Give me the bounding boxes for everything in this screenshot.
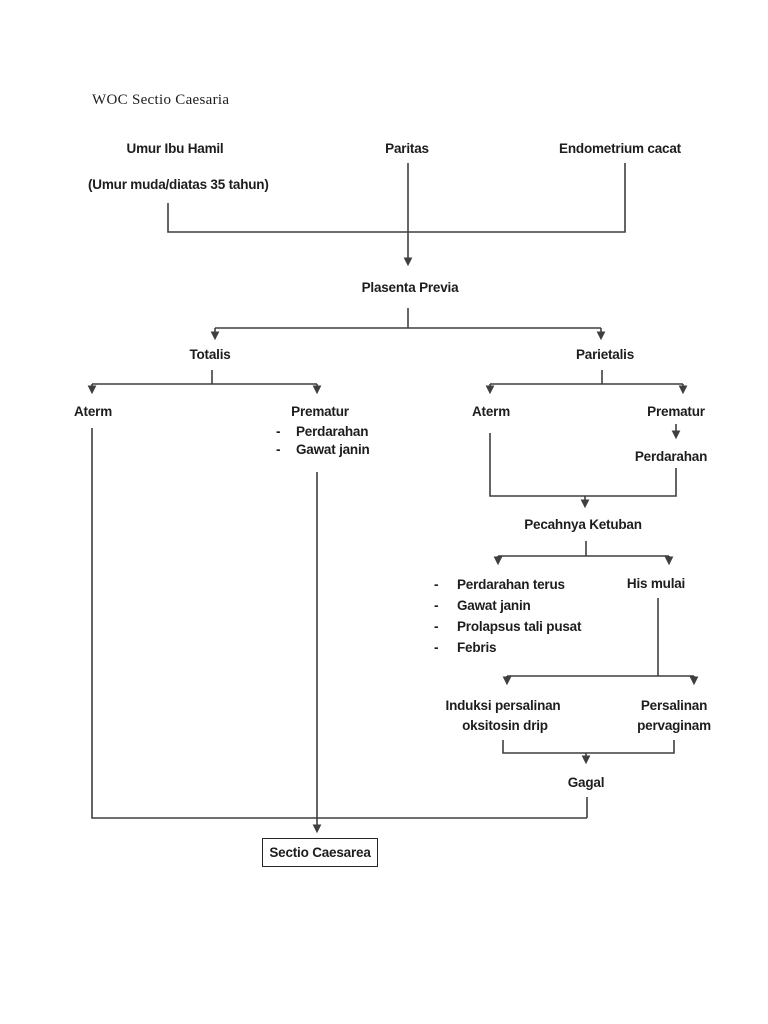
list-item: - Perdarahan terus	[434, 577, 581, 598]
list-item: - Gawat janin	[276, 442, 370, 460]
node-persalinan-pervaginam-line2: pervaginam	[637, 718, 711, 733]
node-gagal: Gagal	[567, 775, 605, 790]
bullet-dash: -	[434, 598, 439, 613]
list-item: - Febris	[434, 640, 581, 661]
list-item-label: Perdarahan terus	[457, 577, 565, 592]
node-umur-subtitle: (Umur muda/diatas 35 tahun)	[88, 177, 269, 192]
node-plasenta-previa: Plasenta Previa	[361, 280, 459, 295]
node-parietalis: Parietalis	[575, 347, 635, 362]
pecahnya-ketuban-complications-list: - Perdarahan terus - Gawat janin - Prola…	[434, 577, 581, 661]
bullet-dash: -	[434, 577, 439, 592]
list-item-label: Prolapsus tali pusat	[457, 619, 582, 634]
node-persalinan-pervaginam-line1: Persalinan	[640, 698, 708, 713]
node-sectio-caesarea-box: Sectio Caesarea	[262, 838, 378, 867]
node-endometrium-cacat: Endometrium cacat	[559, 141, 681, 156]
list-item: - Gawat janin	[434, 598, 581, 619]
node-totalis: Totalis	[189, 347, 231, 362]
prematur-totalis-complications-list: - Perdarahan - Gawat janin	[276, 424, 370, 460]
list-item-label: Perdarahan	[296, 424, 369, 439]
list-item: - Prolapsus tali pusat	[434, 619, 581, 640]
node-prematur-totalis: Prematur	[291, 404, 349, 419]
node-prematur-parietalis: Prematur	[647, 404, 705, 419]
list-item: - Perdarahan	[276, 424, 370, 442]
node-perdarahan-parietalis: Perdarahan	[634, 449, 708, 464]
bullet-dash: -	[434, 640, 439, 655]
bullet-dash: -	[276, 442, 281, 457]
list-item-label: Febris	[457, 640, 497, 655]
node-pecahnya-ketuban: Pecahnya Ketuban	[524, 517, 642, 532]
node-aterm-totalis: Aterm	[73, 404, 113, 419]
node-paritas: Paritas	[385, 141, 429, 156]
list-item-label: Gawat janin	[457, 598, 531, 613]
page-title: WOC Sectio Caesaria	[92, 92, 230, 108]
bullet-dash: -	[434, 619, 439, 634]
node-aterm-parietalis: Aterm	[471, 404, 511, 419]
bullet-dash: -	[276, 424, 281, 439]
node-induksi-persalinan-line1: Induksi persalinan	[445, 698, 561, 713]
node-his-mulai: His mulai	[626, 576, 686, 591]
list-item-label: Gawat janin	[296, 442, 370, 457]
node-induksi-persalinan-line2: oksitosin drip	[462, 718, 548, 733]
node-umur-ibu-hamil: Umur Ibu Hamil	[126, 141, 224, 156]
node-sectio-caesarea-label: Sectio Caesarea	[269, 845, 371, 860]
